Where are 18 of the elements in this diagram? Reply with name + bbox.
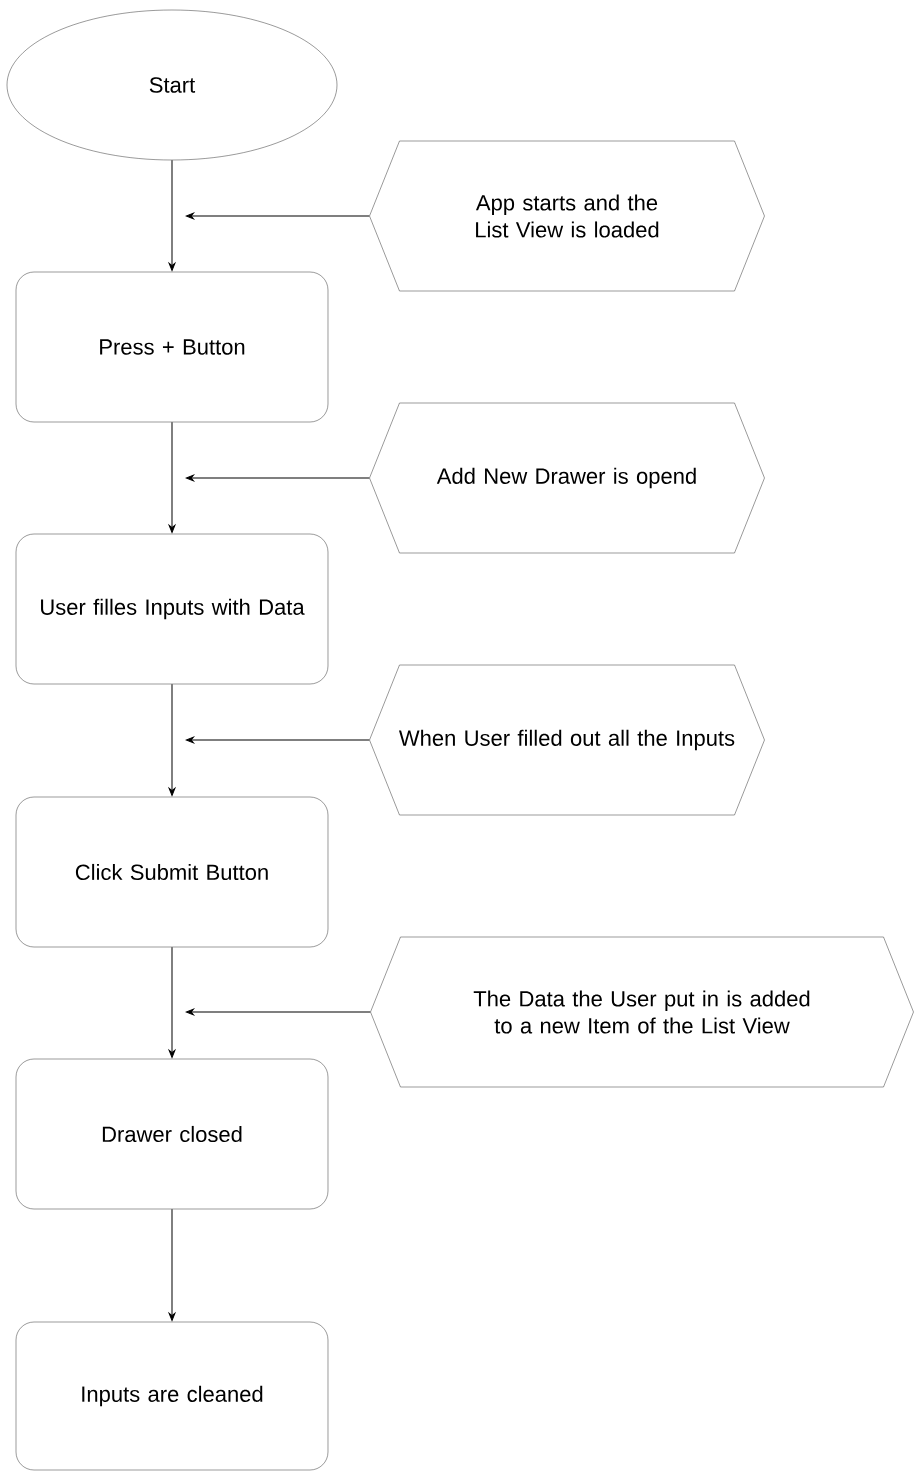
arrow (185, 212, 370, 220)
note-hexagon: Add New Drawer is opend (369, 402, 765, 554)
arrow (185, 1008, 371, 1016)
process-box: User filles Inputs with Data (15, 533, 329, 685)
process-box: Press + Button (15, 271, 329, 423)
note-hexagon: The Data the User put in is added to a new Item of the List View (370, 936, 914, 1088)
arrow (168, 946, 176, 1058)
process-box: Inputs are cleaned (15, 1321, 329, 1471)
process-box: Click Submit Button (15, 796, 329, 948)
note-hexagon: App starts and the List View is loaded (369, 140, 765, 292)
arrow (168, 421, 176, 533)
note-hexagon: When User filled out all the Inputs (369, 664, 765, 816)
arrow (185, 736, 370, 744)
process-box: Drawer closed (15, 1058, 329, 1210)
arrow (168, 159, 176, 271)
arrow (168, 683, 176, 796)
arrow (168, 1208, 176, 1321)
arrow (185, 474, 370, 482)
